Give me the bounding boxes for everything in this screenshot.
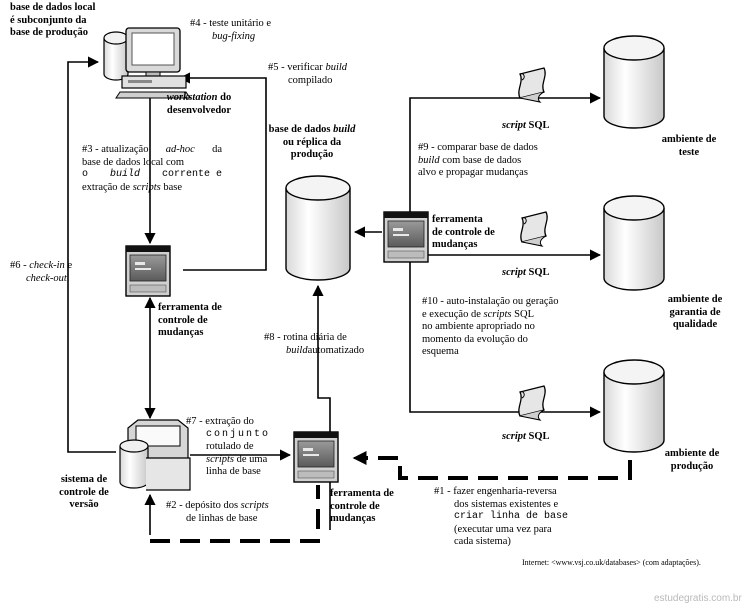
- step6-label: #6 - check-in e check-out: [10, 260, 73, 284]
- step1-label: #1 - fazer engenharia-reversa dos sistem…: [434, 486, 569, 547]
- vcs-label: sistema de controle de versão: [59, 474, 109, 510]
- build-db-label: base de dados build ou réplica da produç…: [268, 124, 356, 160]
- source-credit: Internet: <www.vsj.co.uk/databases> (com…: [522, 558, 701, 567]
- qa-environment-db-icon: [603, 195, 665, 291]
- production-environment-db-icon: [603, 359, 665, 453]
- step7-label: #7 - extração do conjunto rotulado de sc…: [186, 416, 271, 477]
- script-scroll-icon: [520, 211, 548, 247]
- script-sql-label-top: script SQL: [502, 120, 550, 131]
- watermark: estudegratis.com.br: [654, 593, 742, 604]
- test-env-label: ambiente de teste: [661, 134, 717, 158]
- local-db-label: base de dados local é subconjunto da bas…: [10, 2, 96, 38]
- bottom-tool-label: ferramenta de controle de mudanças: [330, 488, 394, 524]
- step4-label: #4 - teste unitário e bug-fixing: [190, 18, 272, 42]
- script-sql-label-bottom: script SQL: [502, 431, 550, 442]
- step2-label: #2 - depósito dos scripts de linhas de b…: [166, 500, 269, 524]
- workstation-icon: [103, 27, 191, 99]
- change-control-tool-center-icon: [383, 211, 429, 263]
- script-sql-label-mid: script SQL: [502, 267, 550, 278]
- step10-label: #10 - auto-instalação ou geração e execu…: [422, 296, 559, 357]
- change-control-tool-bottom-icon: [293, 431, 339, 483]
- step9-label: #9 - comparar base de dados build com ba…: [418, 142, 538, 178]
- step5-label: #5 - verificar build compilado: [268, 62, 348, 86]
- left-tool-label: ferramenta de controle de mudanças: [158, 302, 222, 338]
- reverse-engineering-path: [150, 456, 632, 543]
- change-control-tool-left-icon: [125, 245, 171, 297]
- test-environment-db-icon: [603, 35, 665, 129]
- production-env-label: ambiente de produção: [664, 448, 720, 472]
- script-scroll-icon: [518, 385, 546, 421]
- version-control-system-icon: [119, 419, 191, 491]
- qa-env-label: ambiente de garantia de qualidade: [667, 294, 723, 330]
- script-scroll-icon: [518, 67, 546, 103]
- center-tool-label: ferramenta de controle de mudanças: [432, 214, 495, 250]
- step8-label: #8 - rotina diária de buildautomatizado: [264, 332, 365, 356]
- build-database-icon: [285, 175, 351, 281]
- workstation-label: workstation do desenvolvedor: [166, 92, 232, 116]
